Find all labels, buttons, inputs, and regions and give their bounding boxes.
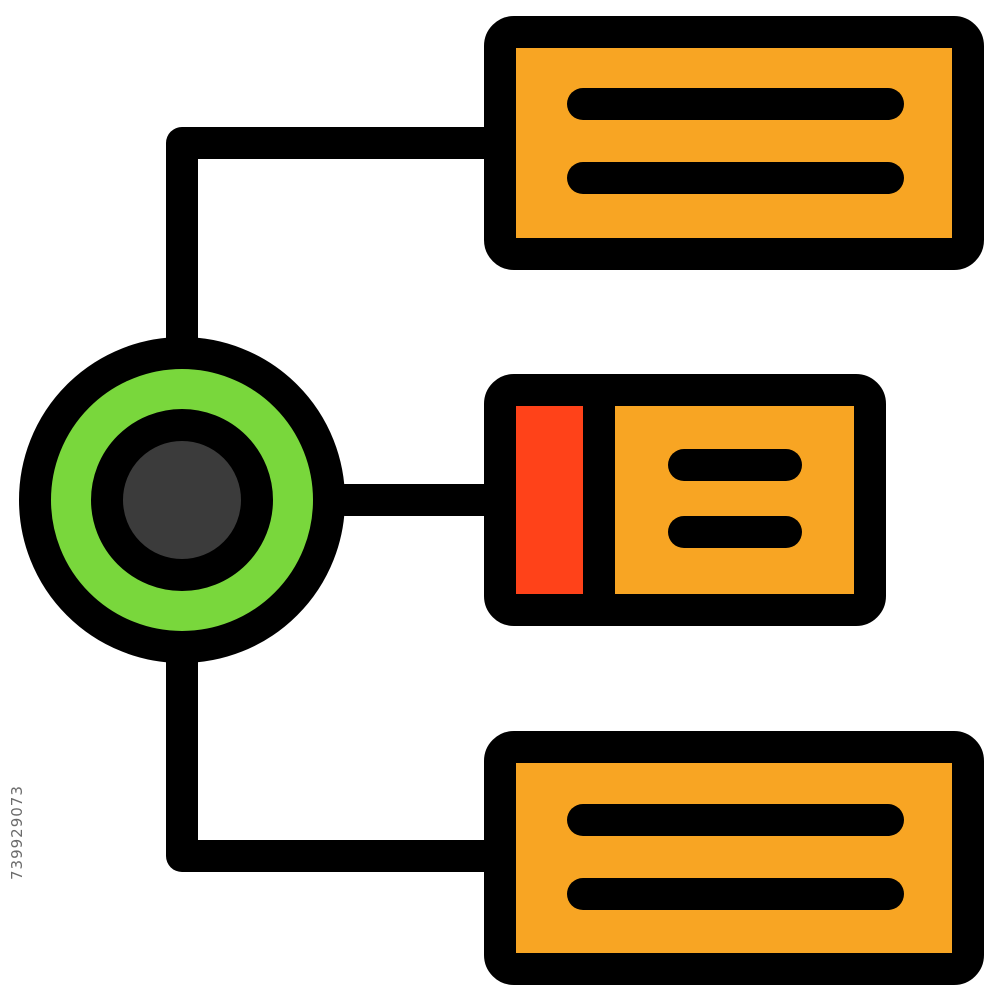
top-card — [484, 16, 984, 270]
bottom-card-box — [484, 731, 984, 985]
node-circle — [19, 337, 345, 663]
connector-top — [166, 127, 516, 366]
connector-bottom — [166, 634, 516, 872]
bottom-card — [484, 731, 984, 985]
connector-lines — [166, 127, 516, 872]
middle-card — [484, 374, 886, 626]
top-card-box — [484, 16, 984, 270]
stock-id-watermark: 739929073 — [8, 785, 26, 880]
node-inner-core — [91, 409, 273, 591]
